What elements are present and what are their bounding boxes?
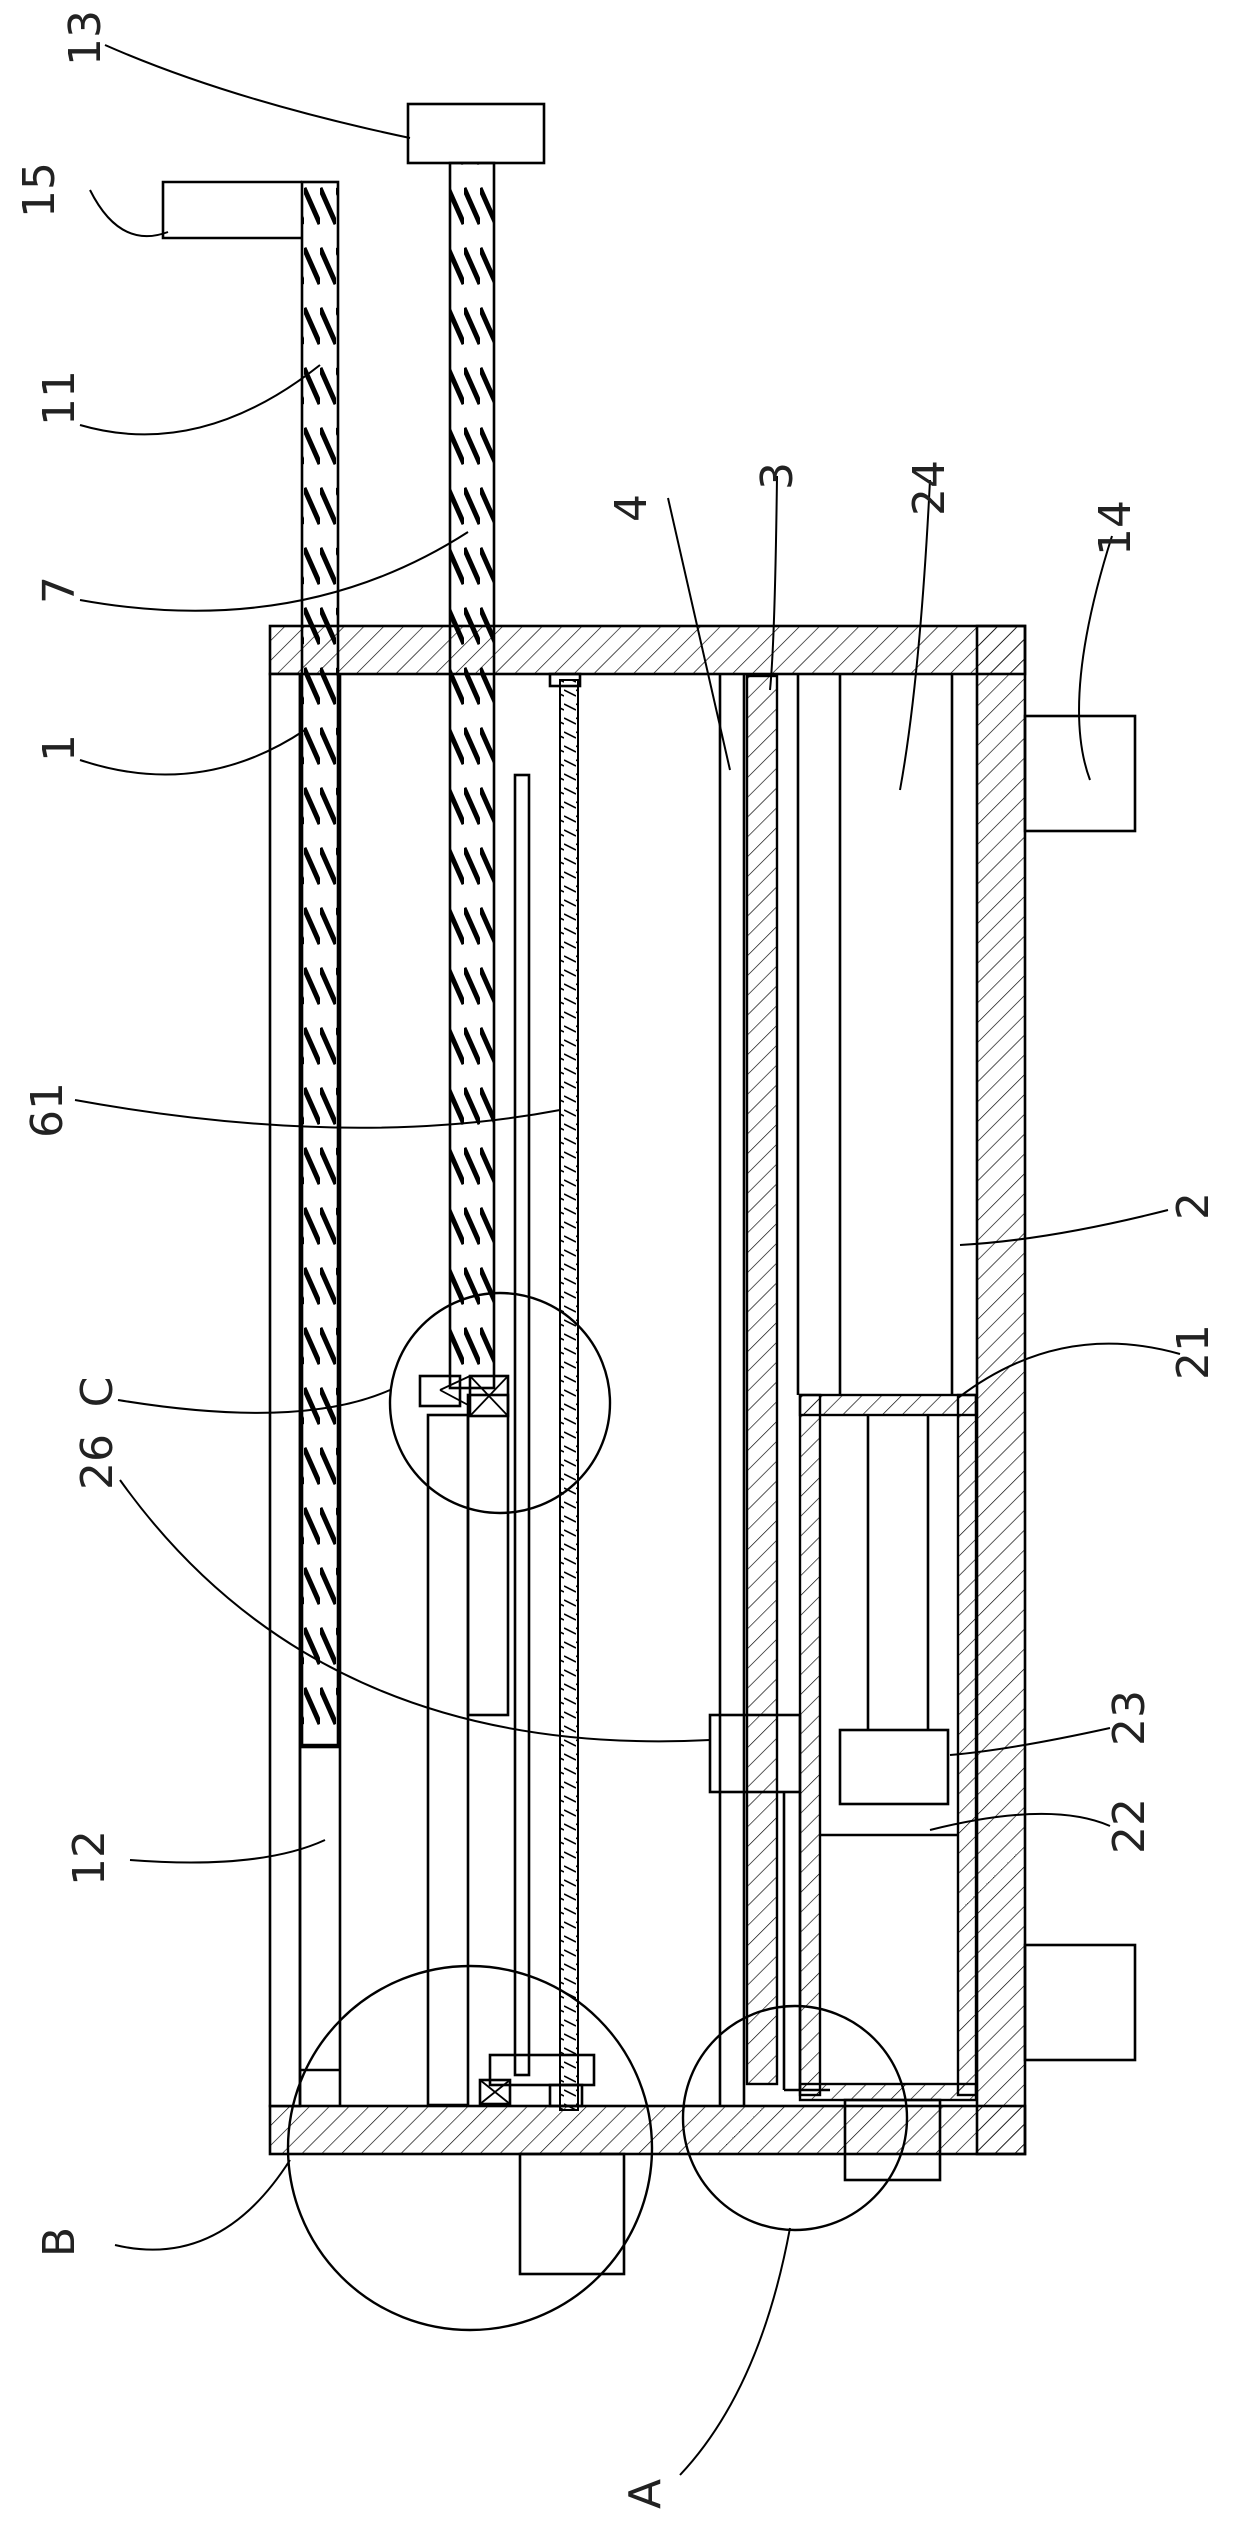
label-11: 11 xyxy=(34,370,85,426)
label-a: A xyxy=(620,2479,671,2509)
leader-lines xyxy=(74,44,1181,2476)
label-b: B xyxy=(34,2227,85,2257)
label-26: 26 xyxy=(72,1434,123,1490)
label-1: 1 xyxy=(34,734,85,762)
housing-left-wall xyxy=(268,672,302,2108)
label-15: 15 xyxy=(14,162,65,218)
label-21: 21 xyxy=(1168,1324,1219,1380)
inner-guide-assembly xyxy=(426,672,582,2111)
label-3: 3 xyxy=(752,462,803,490)
housing-top-wall xyxy=(268,624,1027,676)
motor-block-13 xyxy=(406,102,546,165)
label-61: 61 xyxy=(22,1082,73,1138)
plate-4 xyxy=(718,674,746,2106)
label-12: 12 xyxy=(64,1830,115,1886)
threaded-rod-7 xyxy=(448,161,496,1390)
label-c: C xyxy=(72,1377,123,1408)
label-4: 4 xyxy=(606,494,657,522)
lead-screw-61 xyxy=(559,679,579,2111)
housing-body xyxy=(268,624,1027,2156)
support-feet xyxy=(1023,714,1137,2062)
cylinder-21 xyxy=(798,1393,978,2102)
detail-circle-c xyxy=(388,1291,612,1515)
bottom-lugs xyxy=(518,2098,942,2276)
housing-right-wall xyxy=(975,624,1027,2156)
plate-3 xyxy=(745,674,779,2086)
bearing-b xyxy=(478,2053,596,2108)
detail-circle-b xyxy=(286,1964,654,2332)
cylinder-housing xyxy=(796,674,954,1395)
coupling-c xyxy=(418,1374,510,1418)
callout-labels: 13 15 11 7 1 4 3 24 14 61 2 C 21 26 23 1… xyxy=(14,10,1219,2509)
threaded-rod-11 xyxy=(300,180,340,1749)
label-14: 14 xyxy=(1090,500,1141,556)
block-26 xyxy=(708,1713,830,2092)
handle-15 xyxy=(161,180,302,240)
label-23: 23 xyxy=(1104,1690,1155,1746)
housing-bottom-wall xyxy=(268,2104,1027,2156)
label-13: 13 xyxy=(60,10,111,66)
label-24: 24 xyxy=(904,460,955,516)
detail-circle-a xyxy=(681,2004,909,2232)
label-7: 7 xyxy=(34,576,85,604)
label-2: 2 xyxy=(1168,1192,1219,1220)
label-22: 22 xyxy=(1104,1798,1155,1854)
